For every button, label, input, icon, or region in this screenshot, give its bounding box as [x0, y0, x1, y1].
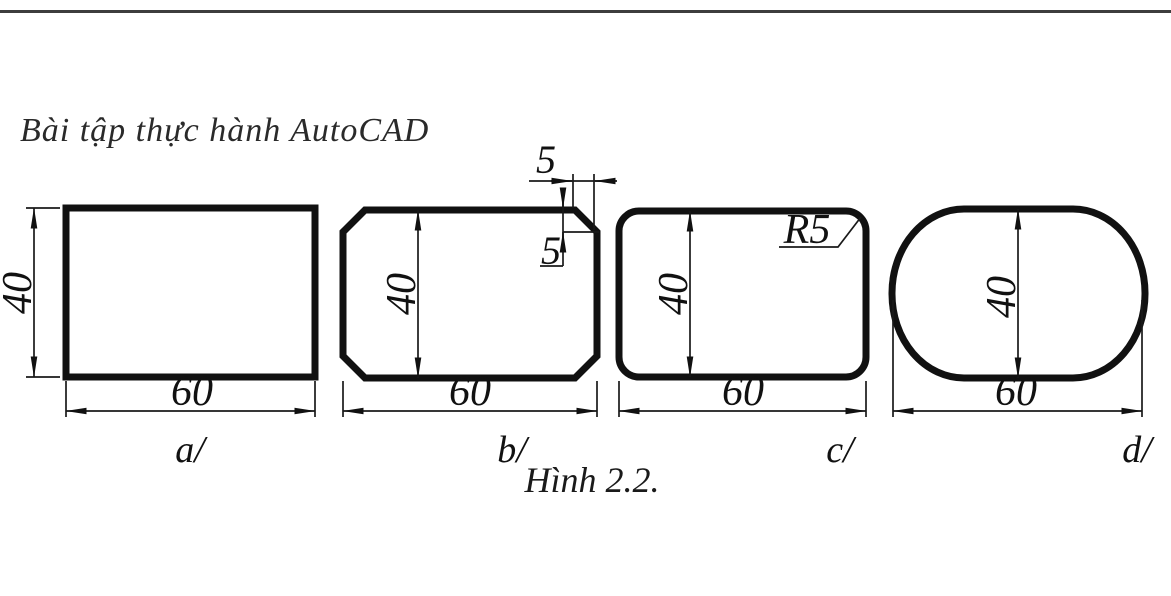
radius-callout-value: R5: [783, 207, 831, 253]
extension-lines-a: [26, 207, 316, 417]
chamfer-height-value: 5: [541, 228, 561, 273]
width-dim-value-c: 60: [722, 369, 764, 415]
figure-b: 40 60 b/ 5 5: [339, 137, 617, 471]
width-dim-value-d: 60: [995, 369, 1037, 415]
extension-lines-d: [892, 300, 1143, 417]
figure-c: 40 60 c/ R5: [615, 207, 870, 471]
figure-label-a: a/: [175, 429, 208, 471]
height-dim-value-b: 40: [379, 273, 425, 315]
figure-label-c: c/: [826, 429, 857, 471]
top-rule-divider: [0, 10, 1171, 13]
figure-d: 40 60 d/: [888, 205, 1155, 471]
chamfer-dimensions-b: 5 5: [529, 137, 617, 273]
chamfer-extension-lines-vertical: [572, 174, 595, 230]
chamfer-extension-lines-horizontal: [540, 231, 599, 267]
height-dim-value-c: 40: [651, 273, 697, 315]
radius-leader-line: [779, 216, 862, 248]
figure-a: 40 60 a/: [0, 204, 319, 471]
height-dim-value-a: 40: [0, 272, 41, 314]
rectangle-shape-a: [62, 204, 319, 381]
width-dim-value-a: 60: [171, 369, 213, 415]
height-dim-value-d: 40: [979, 276, 1025, 318]
chamfered-rectangle-shape-b: [339, 206, 601, 382]
chamfer-width-value: 5: [536, 137, 556, 182]
width-dim-value-b: 60: [449, 369, 491, 415]
figure-label-b: b/: [497, 429, 530, 471]
figure-caption: Hình 2.2.: [524, 460, 660, 500]
figure-label-d: d/: [1122, 429, 1155, 471]
rounded-rectangle-shape-c: [615, 207, 870, 381]
page-header: Bài tập thực hành AutoCAD: [20, 112, 429, 149]
